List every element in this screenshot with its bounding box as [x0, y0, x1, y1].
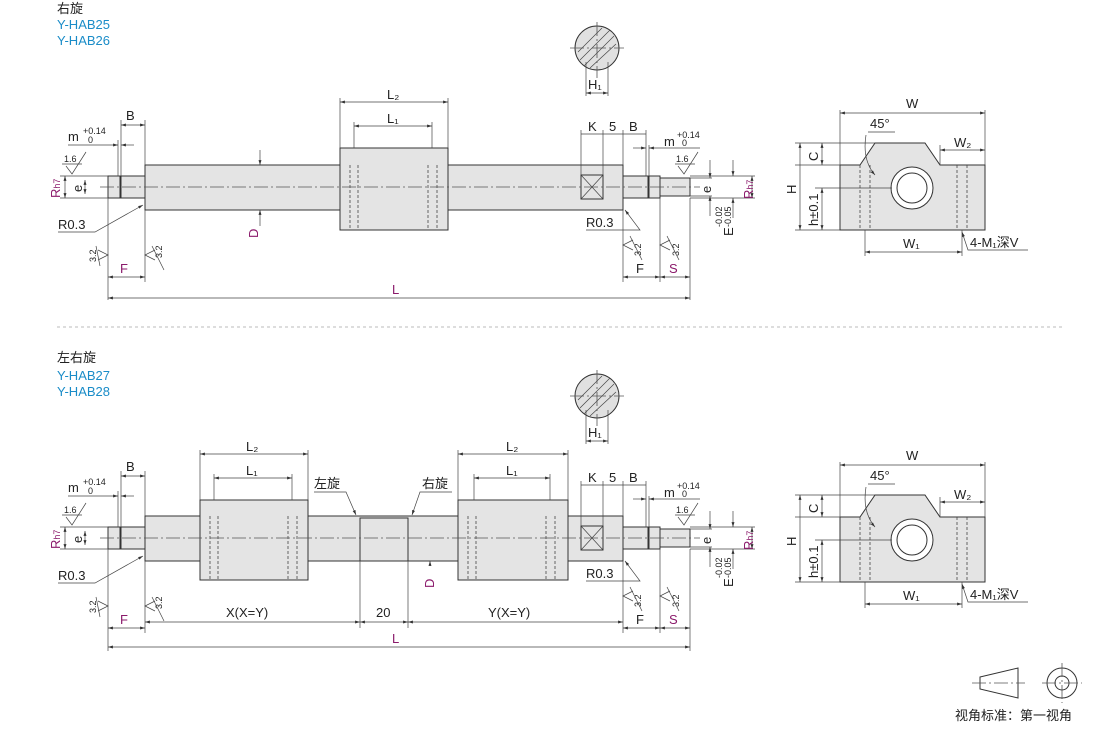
- nut-block-right: [457, 499, 569, 581]
- dim-m-tol-zero-right: 0: [682, 138, 687, 148]
- dim-l-bottom: L: [392, 631, 399, 646]
- dim-r0-3-right: R0.3: [586, 215, 613, 230]
- dim-e: e: [70, 185, 85, 192]
- nut-block-left: [199, 499, 309, 581]
- roughness-icon: [62, 151, 87, 175]
- left-thread-label: 左旋: [314, 476, 340, 491]
- dim-5: 5: [609, 119, 616, 134]
- roughness-1-6: 1.6: [64, 154, 77, 164]
- bottom-section: 左右旋 Y-HAB27 Y-HAB28 L₂ L₁ L₂ L₁ 左旋 右旋 D: [48, 350, 1028, 651]
- projection-symbol: 视角标准：第一视角: [955, 663, 1082, 723]
- roughness-1-6-right: 1.6: [676, 154, 689, 164]
- dim-h-cap: H: [784, 185, 799, 194]
- dim-l1-left: L₁: [246, 463, 258, 478]
- roughness-icon: [675, 151, 699, 175]
- bottom-rotation-label: 左右旋: [57, 350, 96, 365]
- truncated-cone-icon: [979, 667, 1019, 699]
- dim-y: Y(X=Y): [488, 605, 530, 620]
- dim-gap: 20: [376, 605, 390, 620]
- top-section: 右旋 Y-HAB25 Y-HAB26 H₁ B m +0.14: [48, 1, 1028, 300]
- left-shaft-end: B m +0.14 0 1.6 Rh7 e R0.3 3.2 3.2 F: [48, 108, 165, 300]
- tap-label: 4-M₁深V: [970, 235, 1019, 250]
- dim-m-right: m: [664, 134, 675, 149]
- dim-m-tol-plus-right: +0.14: [677, 130, 700, 140]
- bottom-model-2: Y-HAB28: [57, 384, 110, 399]
- dim-l2-left: L₂: [246, 439, 258, 454]
- dim-m-tol-plus: +0.14: [83, 126, 106, 136]
- dim-h1: H₁: [588, 77, 602, 92]
- top-model-1: Y-HAB25: [57, 17, 110, 32]
- dim-x: X(X=Y): [226, 605, 268, 620]
- dim-l2: L₂: [387, 87, 399, 102]
- dim-r-h7-right: Rh7: [741, 180, 756, 199]
- roughness-icon: [622, 235, 643, 261]
- top-model-2: Y-HAB26: [57, 33, 110, 48]
- cross-section: H₁: [570, 22, 624, 96]
- roughness-3-2-r2: 3.2: [671, 243, 681, 256]
- dim-f-right: F: [636, 261, 644, 276]
- dim-h: h±0.1: [806, 194, 821, 226]
- dim-w2: W₂: [954, 135, 971, 150]
- dim-e-tol-upper: -0.02: [714, 206, 724, 227]
- roughness-3-2-r1: 3.2: [633, 243, 643, 256]
- top-rotation-label: 右旋: [57, 1, 83, 16]
- end-view: W W₂ 45° C H h±0.1 W₁ 4-M₁深V: [784, 96, 1028, 256]
- dim-s: S: [669, 261, 678, 276]
- dim-w: W: [906, 96, 919, 111]
- roughness-3-2-right: 3.2: [154, 245, 164, 258]
- dim-d-bottom: D: [422, 579, 437, 588]
- dim-b: B: [126, 108, 135, 123]
- dim-l: L: [392, 282, 399, 297]
- projection-label: 视角标准：第一视角: [955, 708, 1072, 723]
- dim-c: C: [806, 152, 821, 161]
- dim-r0-3: R0.3: [58, 217, 85, 232]
- dim-d: D: [246, 229, 261, 238]
- dim-f: F: [120, 261, 128, 276]
- dim-l1: L₁: [387, 111, 399, 126]
- dim-r-h7: Rh7: [48, 179, 63, 198]
- dim-angle: 45°: [870, 116, 890, 131]
- dim-l2-right: L₂: [506, 439, 518, 454]
- dim-k: K: [588, 119, 597, 134]
- end-view-bottom: [784, 448, 1028, 608]
- dim-m: m: [68, 129, 79, 144]
- cross-section-bottom: [570, 370, 624, 444]
- bottom-model-1: Y-HAB27: [57, 368, 110, 383]
- roughness-icon: [95, 245, 109, 267]
- dim-b-right: B: [629, 119, 638, 134]
- right-shaft-end: K 5 B m +0.14 0 1.6 e E -0.02 -0.05 Rh7 …: [580, 119, 756, 300]
- roughness-icon: [659, 235, 680, 261]
- dim-e-right: e: [699, 186, 714, 193]
- dim-w1: W₁: [903, 236, 920, 251]
- dim-m-tol-zero: 0: [88, 135, 93, 145]
- dim-e-tol-lower: -0.05: [723, 206, 733, 227]
- roughness-3-2-left: 3.2: [88, 249, 98, 262]
- nut-block: [339, 147, 449, 231]
- dim-e-cap: E: [721, 227, 736, 236]
- dim-l1-right: L₁: [506, 463, 518, 478]
- right-thread-label: 右旋: [422, 476, 448, 491]
